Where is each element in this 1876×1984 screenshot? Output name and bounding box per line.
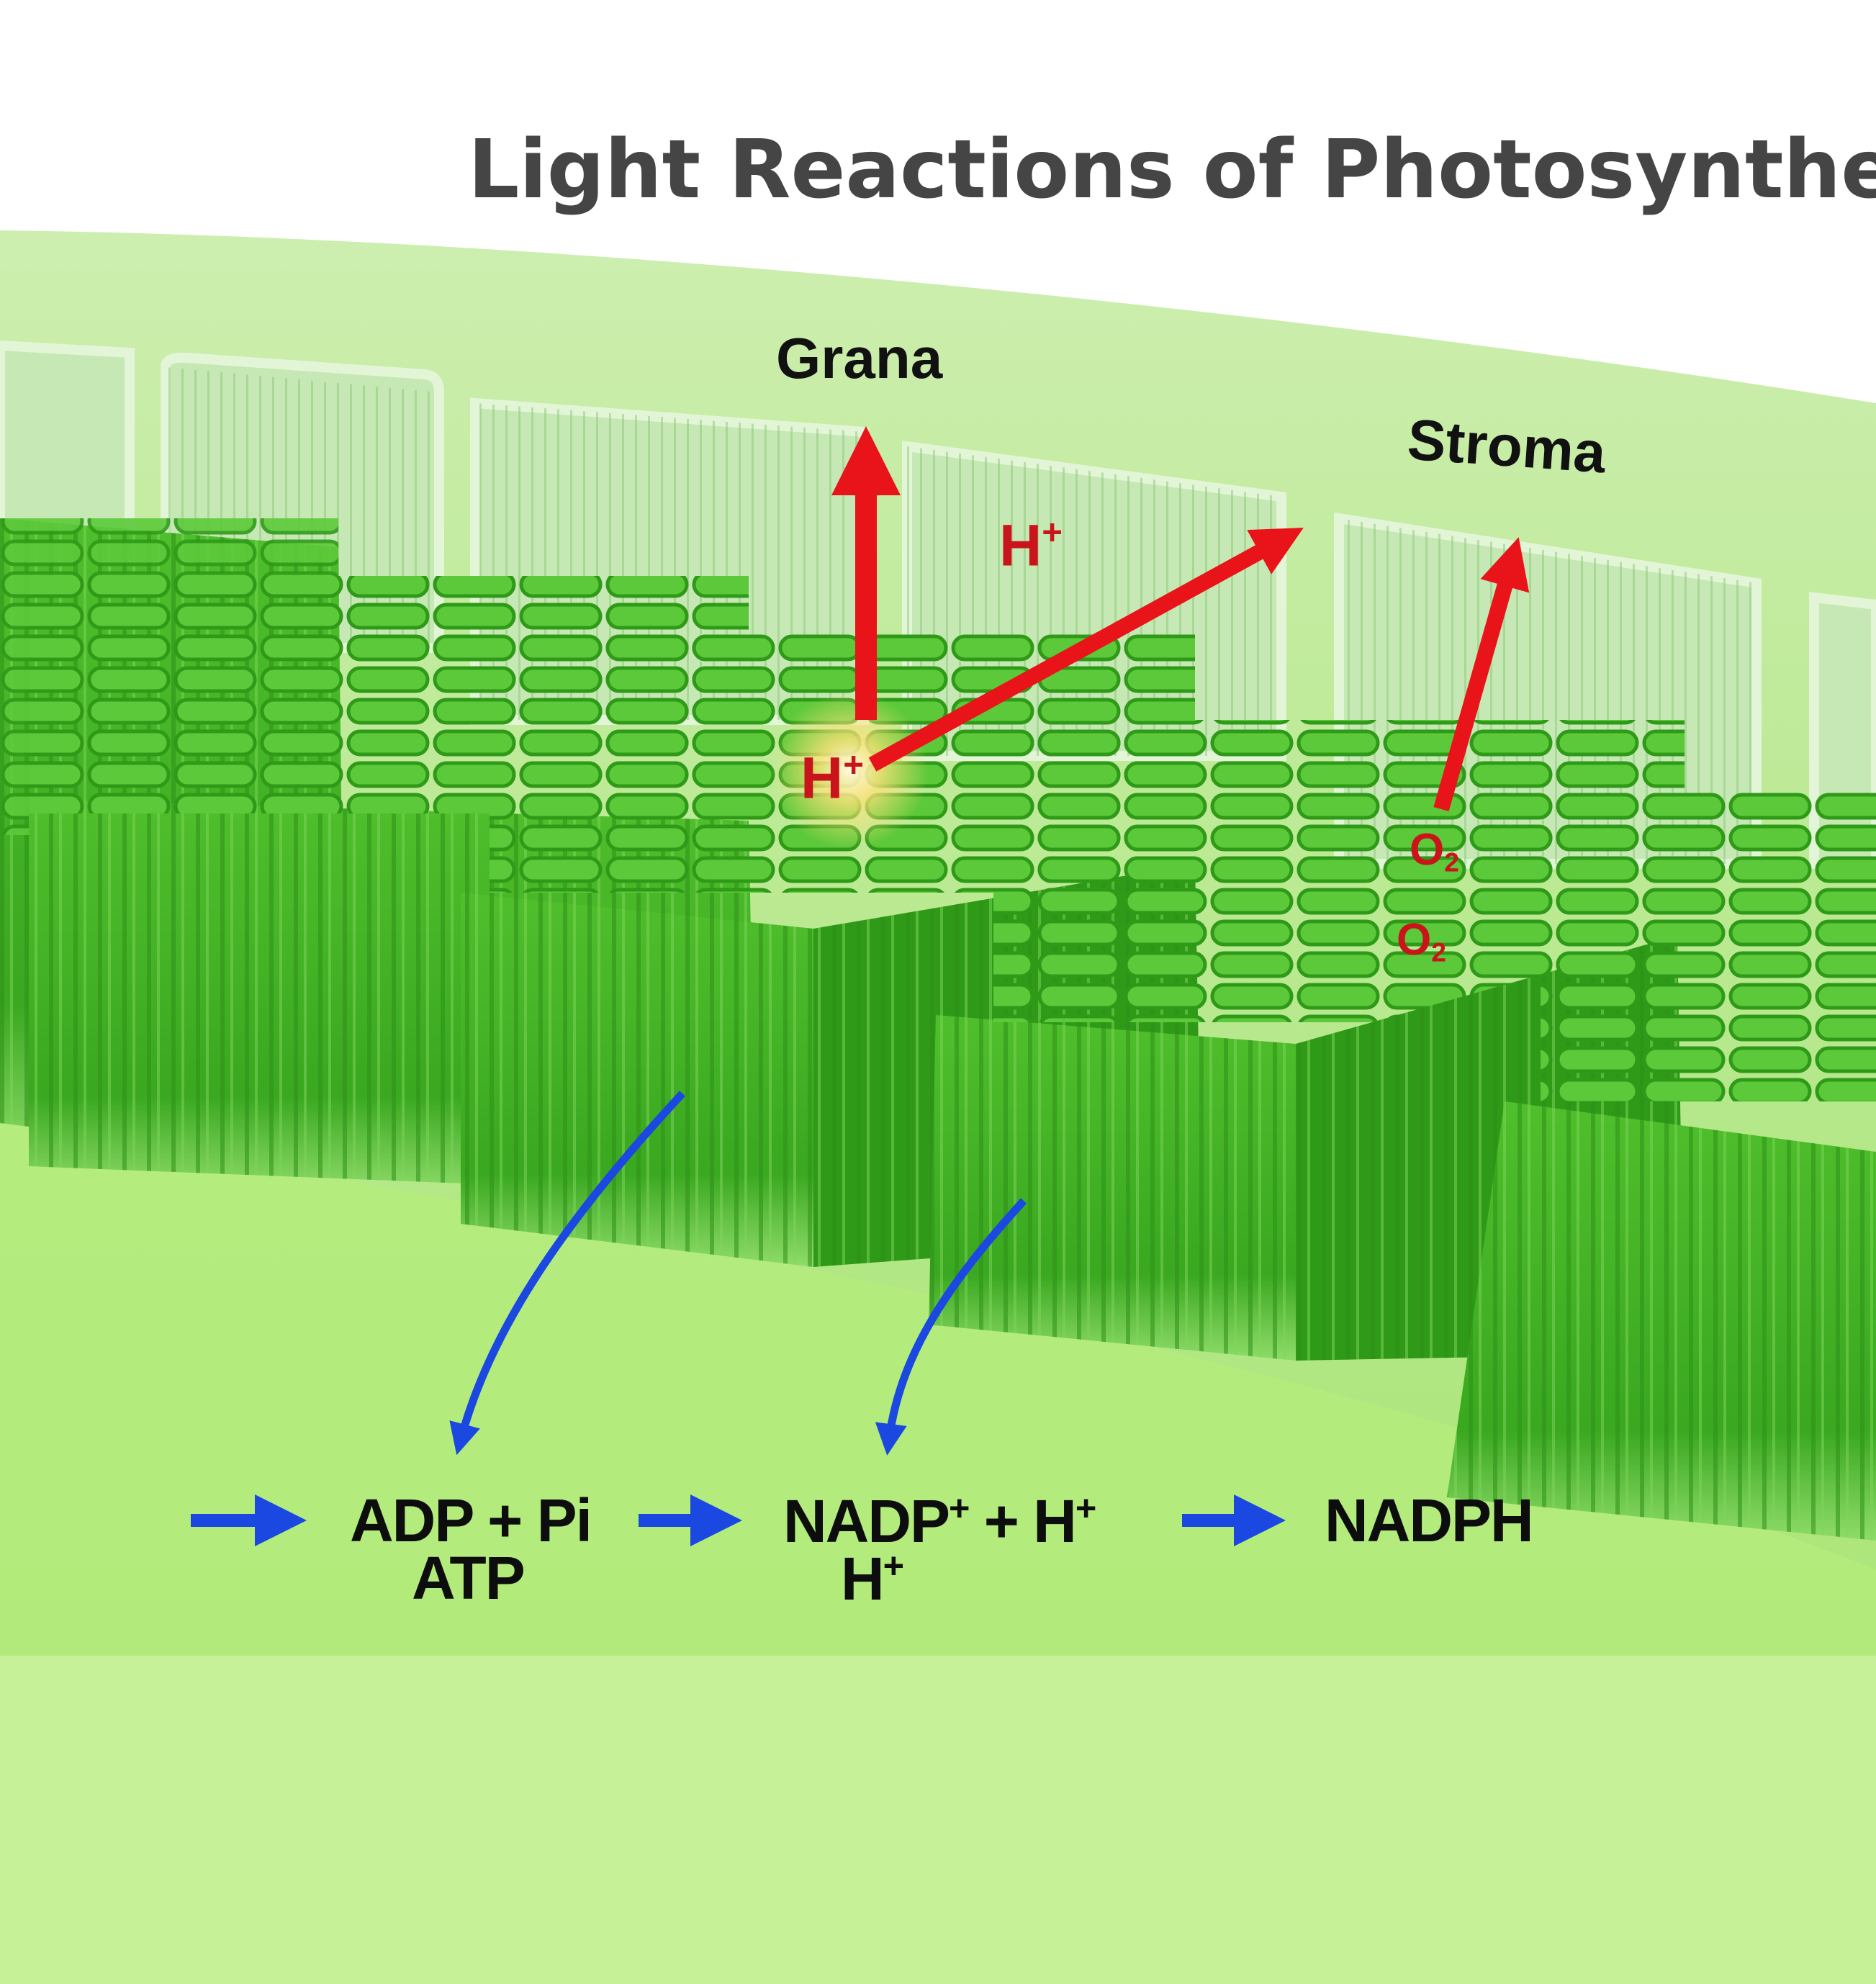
atp-label: ATP: [412, 1544, 526, 1612]
h-plus-label-top: H+: [999, 515, 1063, 576]
h-text: H: [801, 745, 844, 811]
nadp-plus-h-label: NADP+ + H+: [783, 1487, 1096, 1551]
h-text: H: [999, 513, 1042, 579]
plus-superscript: +: [1042, 513, 1063, 552]
plus-superscript: +: [843, 745, 864, 785]
plus-superscript: +: [1075, 1487, 1096, 1528]
plus-superscript: +: [883, 1545, 904, 1586]
o-text: O: [1397, 915, 1432, 965]
h-plus-label-glow: H+: [801, 747, 864, 808]
atp-curved-arrow: [449, 1091, 686, 1456]
diagram-title: Light Reactions of Photosynthesis: [468, 123, 1876, 217]
bottom-glow: [0, 1656, 1876, 1984]
h-plus-label-bottom: H+: [841, 1545, 904, 1609]
grana-label: Grana: [776, 326, 943, 390]
h-plus-diagonal-arrow: [868, 528, 1304, 772]
stroma-label: Stroma: [1405, 407, 1608, 485]
o2-arrow: [1433, 537, 1530, 812]
subscript-2: 2: [1431, 937, 1446, 968]
grana-stacks: [0, 518, 1876, 1541]
subscript-2: 2: [1444, 847, 1459, 878]
granum-stack: [1447, 792, 1876, 1541]
adp-pi-label: ADP + Pi: [350, 1487, 592, 1554]
o-text: O: [1410, 825, 1445, 875]
o2-label-lower: O2: [1397, 918, 1446, 966]
plus-h-text: + H: [968, 1487, 1077, 1556]
o2-label-upper: O2: [1410, 828, 1459, 876]
h-text: H: [841, 1545, 885, 1613]
glow-burst: [770, 691, 929, 849]
nadph-curved-arrow: [875, 1198, 1027, 1456]
nadph-label: NADPH: [1325, 1487, 1534, 1554]
nadp-text: NADP: [783, 1487, 950, 1556]
plus-superscript: +: [949, 1487, 970, 1528]
